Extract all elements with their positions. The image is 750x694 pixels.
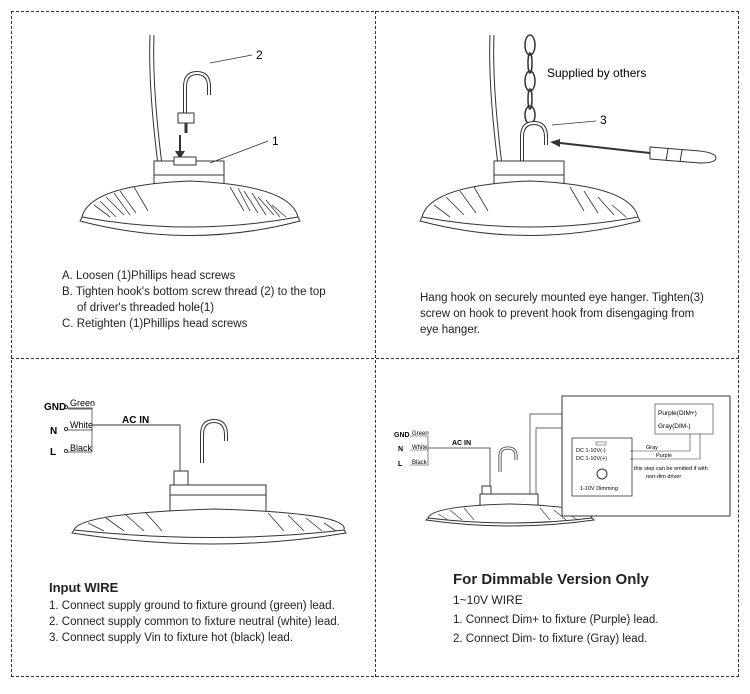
callout-2-label: 2 [256, 48, 263, 62]
instructions-bl: Input WIRE 1. Connect supply ground to f… [49, 580, 369, 646]
gray-dim-minus-label: Gray(DIM-) [658, 423, 691, 430]
n-label-dim: N [398, 446, 403, 453]
green-wire-label-dim: Green [412, 431, 429, 437]
step-c: C. Retighten (1)Phillips head screws [62, 318, 248, 330]
input-wire-title: Input WIRE [49, 580, 119, 595]
purple-dim-plus-label: Purple(DIM+) [658, 410, 697, 417]
horizontal-divider [11, 358, 739, 359]
dimmable-title: For Dimmable Version Only [453, 571, 649, 588]
ac-in-label-dim: AC IN [452, 440, 471, 447]
black-wire-label: Black [70, 443, 93, 453]
bl-step-3: 3. Connect supply Vin to fixture hot (bl… [49, 632, 293, 644]
hang-hook-figure: Supplied by others 3 [419, 34, 717, 236]
dimming-wire-diagram: GND N L Green White Black AC IN Purple(D… [394, 395, 731, 527]
supplied-by-others-label: Supplied by others [547, 66, 646, 80]
gnd-label: GND [44, 402, 66, 413]
dc-plus-label: DC 1-10V(+) [576, 456, 607, 462]
fixture-hook-install-figure: 2 1 [79, 34, 301, 236]
br-step-1: 1. Connect Dim+ to fixture (Purple) lead… [453, 614, 659, 626]
dimming-module-label: 1-10V Dimming [580, 486, 618, 492]
green-wire-label: Green [70, 398, 95, 408]
instructions-tr: Hang hook on securely mounted eye hanger… [420, 290, 730, 338]
purple-wire-label: Purple [656, 453, 672, 459]
step-b: B. Tighten hook's bottom screw thread (2… [62, 286, 326, 298]
br-step-2: 2. Connect Dim- to fixture (Gray) lead. [453, 633, 648, 645]
tr-line-3: eye hanger. [420, 324, 481, 336]
vertical-divider [375, 11, 376, 677]
instructions-br: For Dimmable Version Only 1~10V WIRE 1. … [453, 572, 738, 647]
gray-wire-label: Gray [646, 445, 658, 451]
instructions-tl: A. Loosen (1)Phillips head screws B. Tig… [62, 268, 362, 332]
input-wire-diagram: GND N L Green White Black AC IN [44, 398, 347, 545]
gnd-label-dim: GND [394, 432, 410, 439]
bl-step-1: 1. Connect supply ground to fixture grou… [49, 600, 335, 612]
white-wire-label: White [70, 420, 93, 430]
l-label-dim: L [398, 461, 403, 468]
white-wire-label-dim: White [412, 445, 428, 451]
ac-in-label: AC IN [122, 415, 149, 426]
bl-step-2: 2. Connect supply common to fixture neut… [49, 616, 340, 628]
callout-1-label: 1 [272, 134, 279, 148]
tr-line-2: screw on hook to prevent hook from disen… [420, 308, 695, 320]
callout-3-label: 3 [600, 113, 607, 127]
note-line-1: this step can be omitted if with [634, 466, 708, 472]
note-line-2: non-dim driver [646, 474, 681, 480]
step-a: A. Loosen (1)Phillips head screws [62, 270, 236, 282]
l-label: L [50, 447, 56, 458]
step-b-cont: of driver's threaded hole(1) [77, 302, 215, 314]
wire-subtitle: 1~10V WIRE [453, 593, 523, 607]
black-wire-label-dim: Black [412, 460, 428, 466]
tr-line-1: Hang hook on securely mounted eye hanger… [420, 292, 704, 304]
dc-minus-label: DC 1-10V(-) [576, 448, 606, 454]
n-label: N [50, 426, 57, 437]
